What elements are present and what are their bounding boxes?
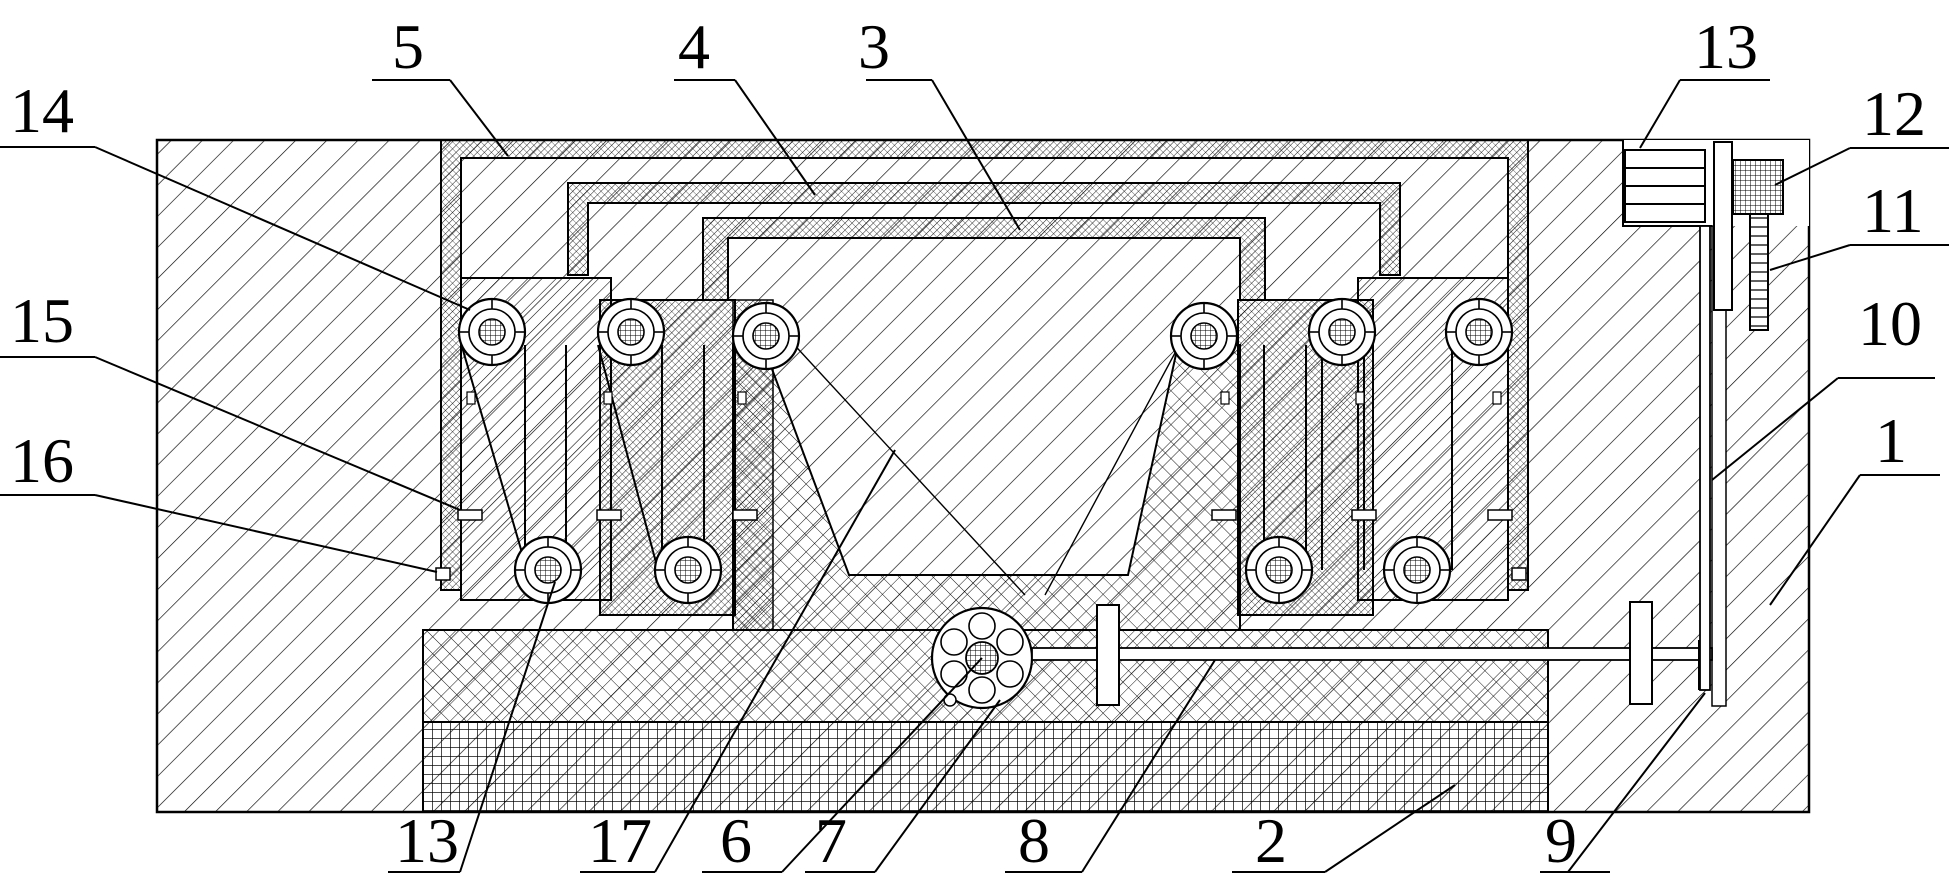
gear-upper <box>1732 159 1784 215</box>
roller <box>1169 301 1239 371</box>
roller <box>596 297 666 367</box>
callout-1: 1 <box>1875 405 1907 476</box>
roller <box>731 301 801 371</box>
rollers <box>457 297 1514 605</box>
callout-8: 8 <box>1018 805 1050 876</box>
roller <box>1382 535 1452 605</box>
callout-14: 14 <box>10 75 74 146</box>
callout-6: 6 <box>720 805 752 876</box>
callout-9: 9 <box>1545 805 1577 876</box>
middle-frame <box>567 182 1401 276</box>
callout-16: 16 <box>10 425 74 496</box>
callout-4: 4 <box>678 11 710 82</box>
roller <box>1244 535 1314 605</box>
callout-2: 2 <box>1255 805 1287 876</box>
guide-tabs <box>435 391 1527 581</box>
rack-plate <box>1713 141 1733 311</box>
callout-7: 7 <box>815 805 847 876</box>
vertical-rod <box>1699 225 1711 691</box>
callout-10: 10 <box>1858 288 1922 359</box>
roller <box>1444 297 1514 367</box>
callout-3: 3 <box>858 11 890 82</box>
roller <box>653 535 723 605</box>
callout-labels: 5 4 3 14 15 16 13 12 11 10 1 13 17 6 7 8… <box>10 11 1926 876</box>
base-pad <box>422 721 1549 813</box>
outer-frame <box>440 139 1529 591</box>
push-rod <box>1031 601 1713 706</box>
roller <box>513 535 583 605</box>
belt-runs <box>459 324 1509 596</box>
roller <box>457 297 527 367</box>
gear-lower <box>1749 213 1769 331</box>
callout-13-top: 13 <box>1694 11 1758 82</box>
roller <box>1307 297 1377 367</box>
callout-17: 17 <box>588 805 652 876</box>
callout-13-bottom: 13 <box>395 805 459 876</box>
leader-lines <box>0 79 1949 873</box>
motor <box>1624 149 1706 223</box>
callout-12: 12 <box>1862 78 1926 149</box>
callout-15: 15 <box>10 285 74 356</box>
callout-11: 11 <box>1862 175 1924 246</box>
callout-5: 5 <box>392 11 424 82</box>
